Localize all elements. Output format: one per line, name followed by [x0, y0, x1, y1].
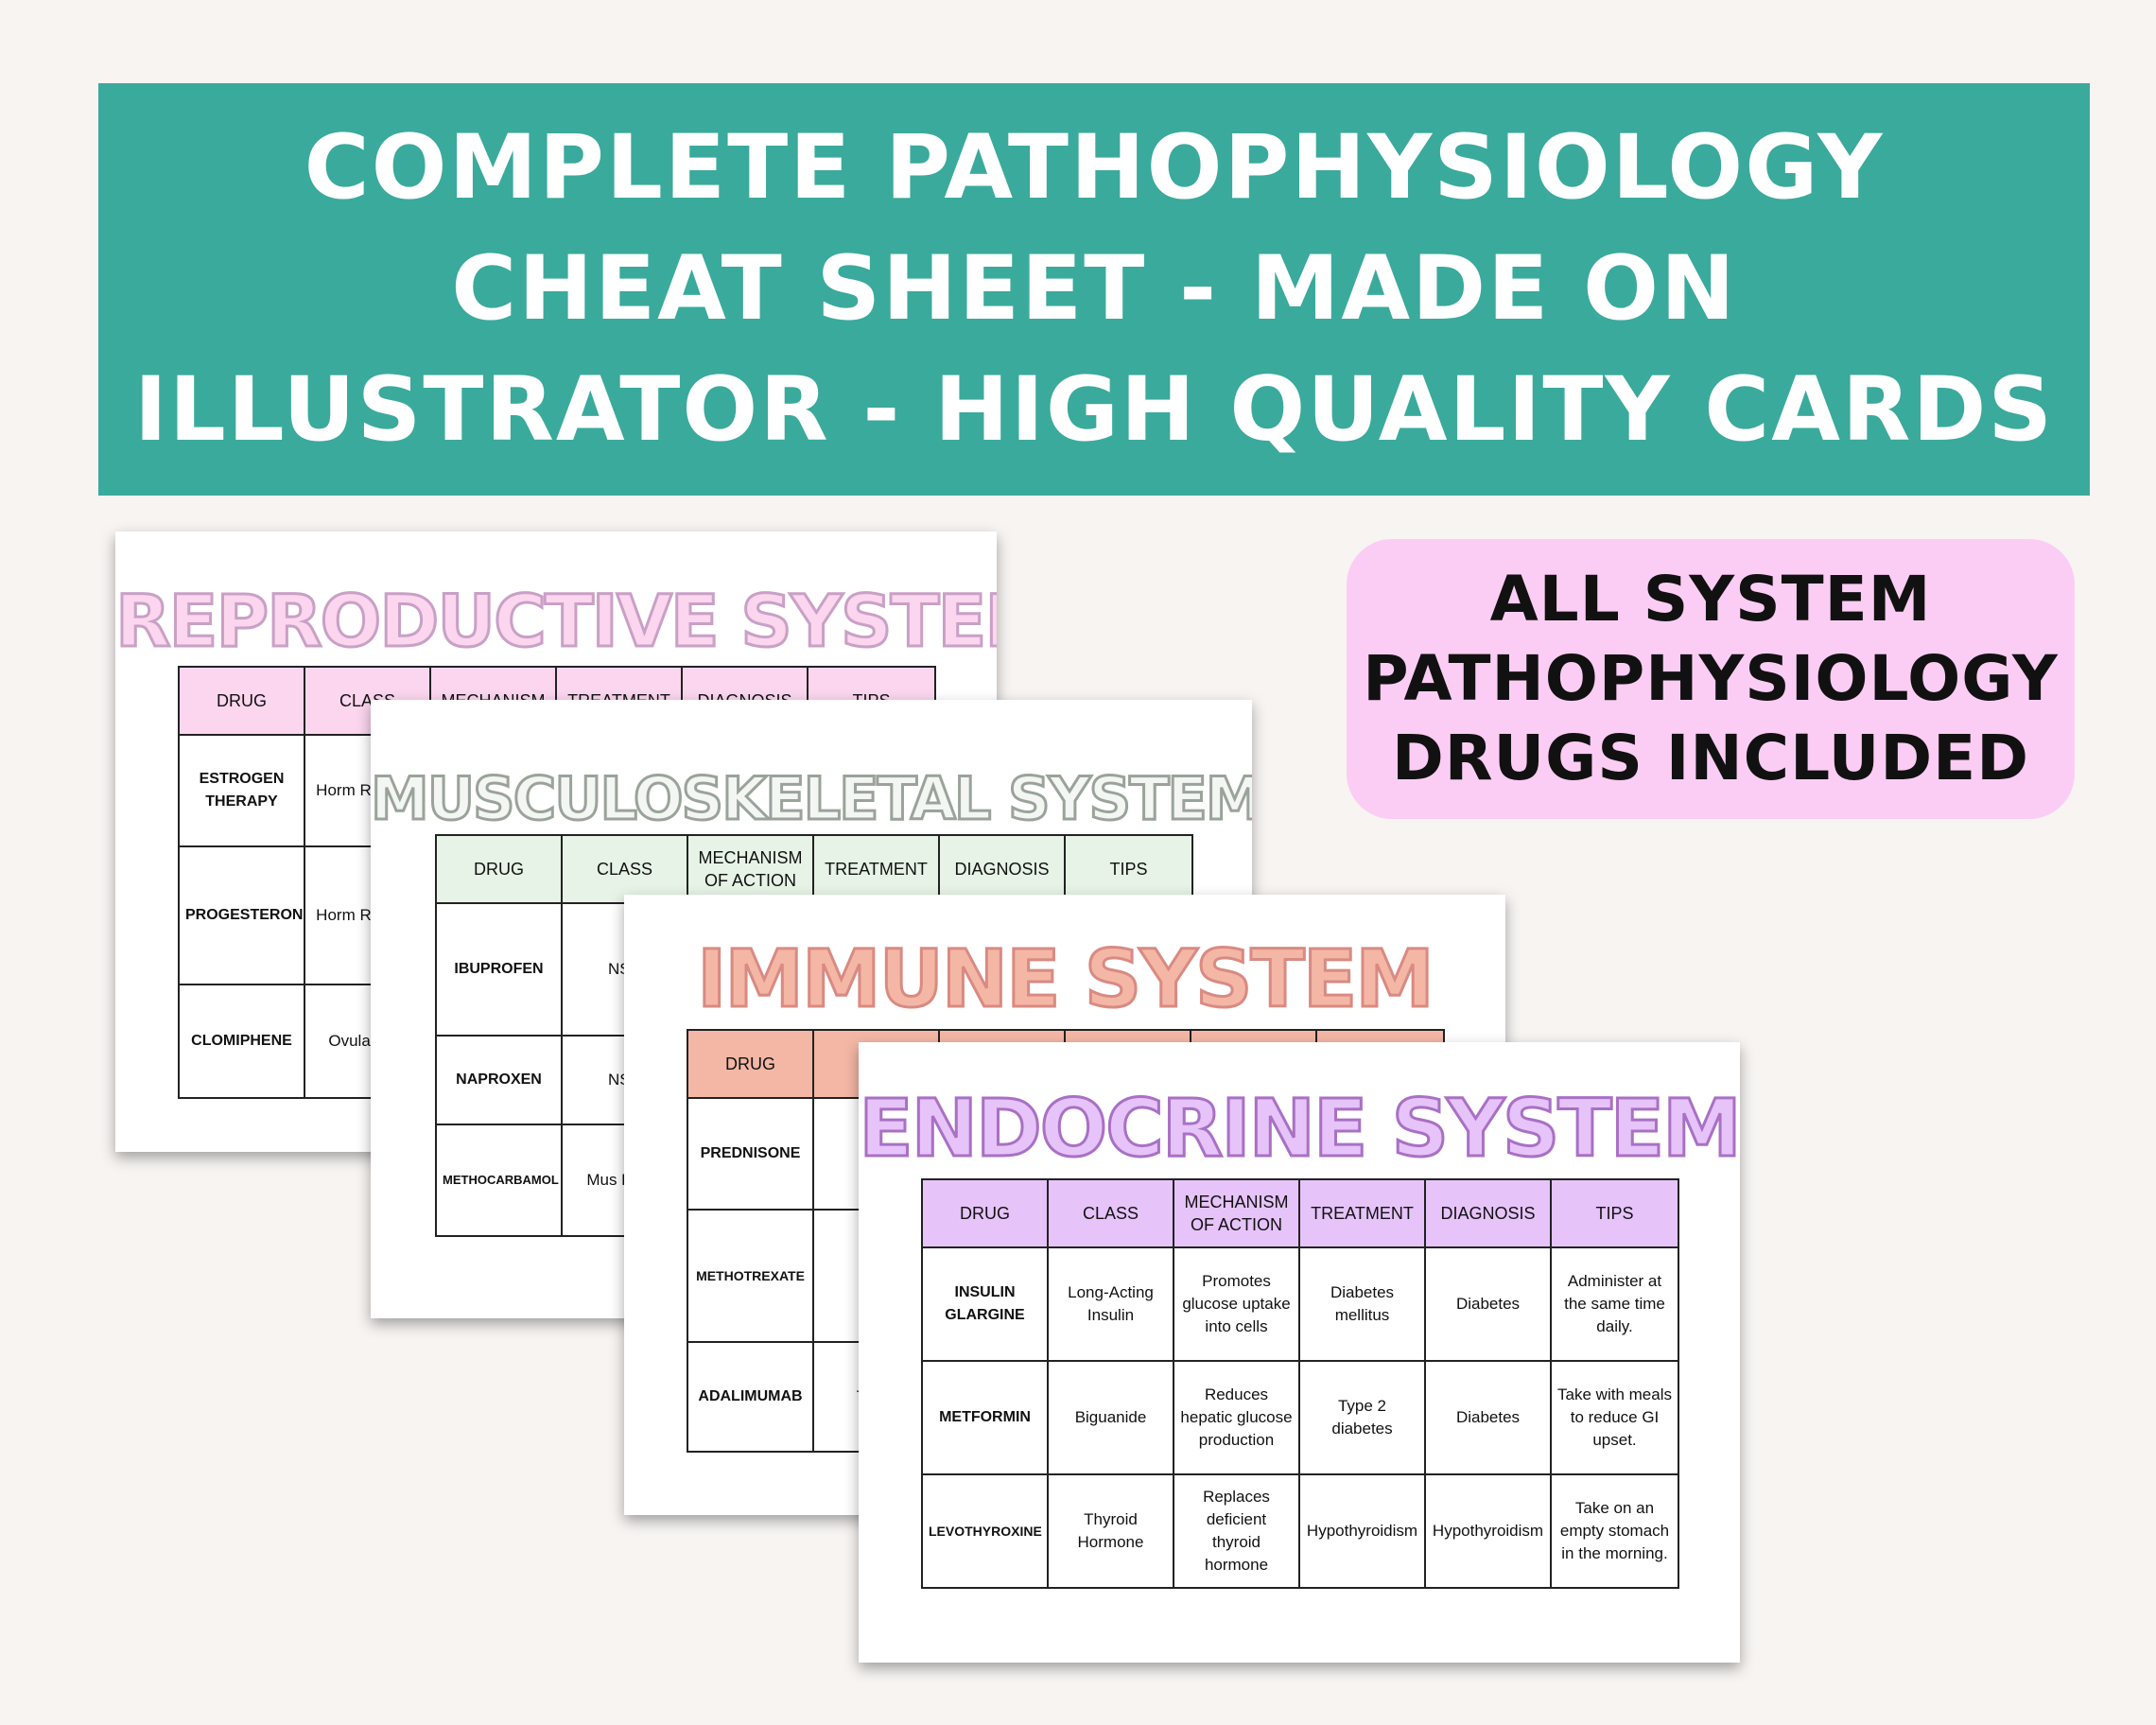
table-header-cell: CLASS: [561, 834, 688, 904]
header-banner: COMPLETE PATHOPHYSIOLOGY CHEAT SHEET - M…: [98, 83, 2090, 496]
table-cell: Diabetes: [1424, 1246, 1552, 1362]
card-title-musculoskeletal: MUSCULOSKELETAL SYSTEM: [371, 763, 1252, 835]
table-header-row: DRUG CLASS MECHANISM OF ACTION TREATMENT…: [435, 834, 1193, 904]
table-header-cell: TIPS: [1064, 834, 1193, 904]
table-header-cell: TREATMENT: [1298, 1178, 1426, 1248]
table-header-cell: DIAGNOSIS: [1424, 1178, 1552, 1248]
card-title-endocrine: ENDOCRINE SYSTEM: [859, 1081, 1740, 1176]
table-cell: Biguanide: [1047, 1360, 1174, 1475]
banner-title: COMPLETE PATHOPHYSIOLOGY CHEAT SHEET - M…: [133, 116, 2055, 462]
table-cell: Administer at the same time daily.: [1550, 1246, 1679, 1362]
table-cell: Promotes glucose uptake into cells: [1173, 1246, 1300, 1362]
table-row: LEVOTHYROXINE Thyroid Hormone Replaces d…: [921, 1473, 1679, 1589]
table-cell: PROGESTERONE: [178, 845, 305, 985]
table-cell: IBUPROFEN: [435, 902, 563, 1037]
table-cell: Take with meals to reduce GI upset.: [1550, 1360, 1679, 1475]
table-cell: METHOTREXATE: [687, 1209, 814, 1343]
table-cell: INSULIN GLARGINE: [921, 1246, 1049, 1362]
table-header-cell: DRUG: [435, 834, 563, 904]
table-cell: ADALIMUMAB: [687, 1341, 814, 1453]
table-cell: Type 2 diabetes: [1298, 1360, 1426, 1475]
badge-line-1: ALL SYSTEM: [1489, 563, 1932, 636]
card-title-reproductive: REPRODUCTIVE SYSTEM: [115, 578, 997, 665]
table-header-cell: DRUG: [921, 1178, 1049, 1248]
table-cell: METFORMIN: [921, 1360, 1049, 1475]
table-cell: CLOMIPHENE: [178, 984, 305, 1099]
table-header-cell: DRUG: [178, 666, 305, 736]
info-badge: ALL SYSTEM PATHOPHYSIOLOGY DRUGS INCLUDE…: [1347, 539, 2075, 819]
table-header-cell: TIPS: [1550, 1178, 1679, 1248]
table-cell: NAPROXEN: [435, 1035, 563, 1125]
table-cell: PREDNISONE: [687, 1097, 814, 1211]
table-cell: Diabetes mellitus: [1298, 1246, 1426, 1362]
table-endocrine: DRUG CLASS MECHANISM OF ACTION TREATMENT…: [921, 1178, 1679, 1589]
badge-line-2: PATHOPHYSIOLOGY: [1363, 642, 2059, 715]
badge-line-3: DRUGS INCLUDED: [1391, 722, 2030, 794]
table-header-cell: MECHANISM OF ACTION: [1173, 1178, 1300, 1248]
table-cell: Long-Acting Insulin: [1047, 1246, 1174, 1362]
table-cell: Hypothyroidism: [1298, 1473, 1426, 1589]
table-cell: LEVOTHYROXINE: [921, 1473, 1049, 1589]
table-header-cell: TREATMENT: [812, 834, 940, 904]
table-cell: Thyroid Hormone: [1047, 1473, 1174, 1589]
table-cell: Hypothyroidism: [1424, 1473, 1552, 1589]
table-row: METFORMIN Biguanide Reduces hepatic gluc…: [921, 1360, 1679, 1475]
table-header-cell: MECHANISM OF ACTION: [687, 834, 814, 904]
table-header-cell: DIAGNOSIS: [938, 834, 1066, 904]
table-cell: METHOCARBAMOL: [435, 1124, 563, 1237]
table-cell: Replaces deficient thyroid hormone: [1173, 1473, 1300, 1589]
table-cell: Take on an empty stomach in the morning.: [1550, 1473, 1679, 1589]
table-cell: Diabetes: [1424, 1360, 1552, 1475]
card-endocrine: ENDOCRINE SYSTEM DRUG CLASS MECHANISM OF…: [859, 1042, 1740, 1663]
table-row: INSULIN GLARGINE Long-Acting Insulin Pro…: [921, 1246, 1679, 1362]
table-cell: ESTROGEN THERAPY: [178, 734, 305, 847]
table-header-cell: DRUG: [687, 1029, 814, 1099]
table-header-cell: CLASS: [1047, 1178, 1174, 1248]
table-header-row: DRUG CLASS MECHANISM OF ACTION TREATMENT…: [921, 1178, 1679, 1248]
table-cell: Reduces hepatic glucose production: [1173, 1360, 1300, 1475]
card-title-immune: IMMUNE SYSTEM: [696, 932, 1436, 1027]
